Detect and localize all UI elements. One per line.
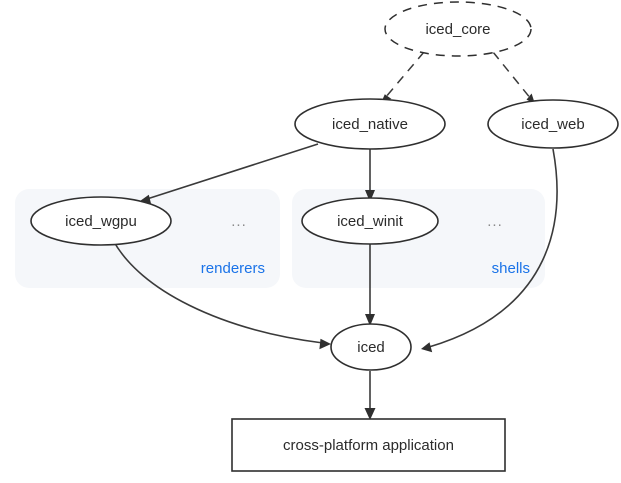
edge-iced-winit-to-iced <box>365 240 375 326</box>
edge-iced-to-application <box>364 371 376 420</box>
edge-iced-native-to-iced-wgpu <box>140 143 319 205</box>
edge-line <box>428 148 558 348</box>
edge-iced-web-to-iced <box>421 148 558 353</box>
cluster-shells-label: shells <box>492 260 530 277</box>
node-iced-core[interactable]: iced_core <box>384 1 532 57</box>
edge-line <box>146 143 319 200</box>
node-iced-native[interactable]: iced_native <box>294 98 446 150</box>
arrowhead-icon <box>140 194 152 205</box>
edge-iced-core-to-iced-web <box>492 51 535 104</box>
edge-line <box>112 239 324 344</box>
node-iced-native-label: iced_native <box>332 116 408 133</box>
node-iced-wgpu-shape[interactable] <box>30 196 172 246</box>
node-iced-winit-shape[interactable] <box>301 197 439 245</box>
arrowhead-icon <box>365 314 375 326</box>
node-iced-winit-label: iced_winit <box>337 213 404 230</box>
edge-line <box>492 51 532 100</box>
node-iced-core-label: iced_core <box>425 21 490 38</box>
node-iced-winit[interactable]: iced_winit <box>301 197 439 245</box>
cluster-shells-ellipsis: ... <box>487 213 503 230</box>
node-application-shape[interactable] <box>231 418 506 472</box>
node-iced-web-shape[interactable] <box>487 99 619 149</box>
cluster-renderers-ellipsis: ... <box>231 213 247 230</box>
node-iced-web-label: iced_web <box>521 116 584 133</box>
node-iced-shape[interactable] <box>330 323 412 371</box>
node-iced-wgpu-label: iced_wgpu <box>65 213 137 230</box>
arrowhead-icon <box>364 408 376 420</box>
arrowhead-icon <box>319 338 331 350</box>
node-iced-native-shape[interactable] <box>294 98 446 150</box>
node-iced[interactable]: iced <box>330 323 412 371</box>
node-iced-label: iced <box>357 339 385 356</box>
edge-line <box>384 51 425 99</box>
node-iced-web[interactable]: iced_web <box>487 99 619 149</box>
cluster-renderers-label: renderers <box>201 260 265 277</box>
node-application-label: cross-platform application <box>283 437 454 454</box>
edge-iced-native-to-iced-winit <box>365 149 375 202</box>
arrowhead-icon <box>421 342 433 353</box>
edge-iced-core-to-iced-native <box>381 51 425 103</box>
edge-iced-wgpu-to-iced <box>112 239 331 350</box>
arrowhead-icon <box>365 190 375 202</box>
node-iced-wgpu[interactable]: iced_wgpu <box>30 196 172 246</box>
node-cross-platform-application[interactable]: cross-platform application <box>231 418 506 472</box>
node-iced-core-shape[interactable] <box>384 1 532 57</box>
